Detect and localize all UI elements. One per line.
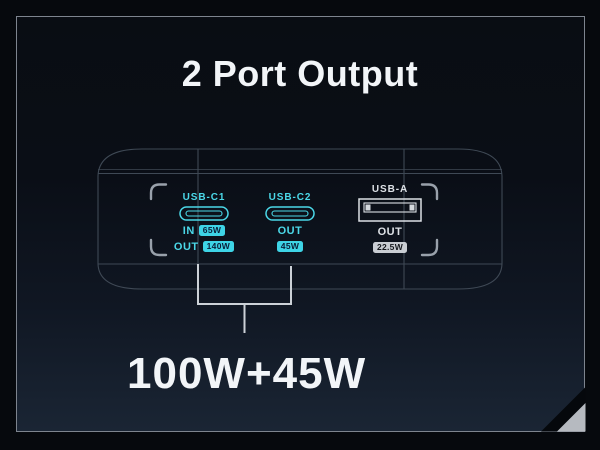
port-row: IN 65W (182, 224, 226, 237)
corner-triangle (541, 387, 586, 432)
port-direction-label: IN (182, 224, 195, 237)
power-badge: 65W (198, 224, 226, 237)
port-label-usb-c1: USB-C1 (182, 192, 226, 203)
power-badge: 45W (276, 240, 304, 253)
usb-c-port-icon (179, 206, 229, 221)
callout-bracket (197, 264, 292, 333)
port-group-usb-c2: USB-C2 OUT 45W (240, 192, 340, 253)
device-outline (97, 148, 503, 290)
port-label-usb-c2: USB-C2 (268, 192, 312, 203)
usb-a-port-icon (358, 198, 422, 222)
port-row: 22.5W (372, 241, 408, 254)
power-badge: 22.5W (372, 241, 408, 254)
port-group-usb-c1: USB-C1 IN 65W OUT 140W (154, 192, 254, 253)
port-label-usb-a: USB-A (371, 184, 409, 195)
total-output-label: 100W+45W (127, 349, 367, 398)
port-direction-label: OUT (173, 240, 199, 253)
content-frame (16, 16, 585, 432)
port-row: 45W (276, 240, 304, 253)
page-title: 2 Port Output (181, 53, 419, 94)
port-row: OUT (278, 224, 303, 237)
port-group-usb-a: USB-A OUT 22.5W (340, 184, 440, 254)
port-direction-label: OUT (277, 224, 303, 237)
port-row: OUT 140W (173, 240, 235, 253)
port-row: OUT (378, 225, 403, 238)
power-badge: 140W (202, 240, 235, 253)
usb-c-port-icon (265, 206, 315, 221)
corner-brackets-icon (149, 183, 439, 257)
port-direction-label: OUT (377, 225, 403, 238)
